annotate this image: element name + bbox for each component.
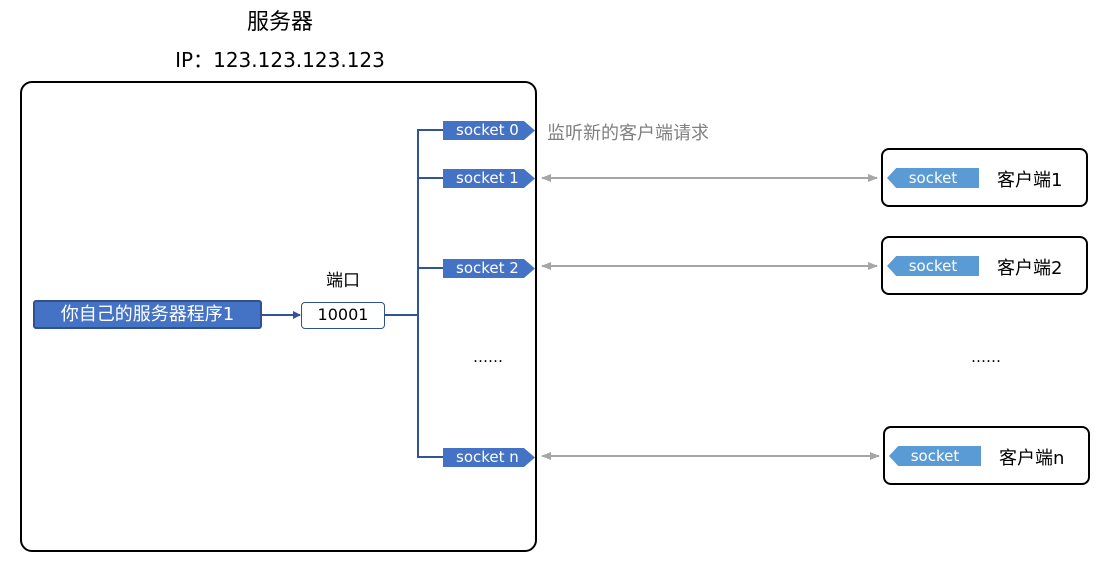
client-box-1: [881, 148, 1088, 207]
socket-tag-1: socket 1: [443, 169, 535, 188]
client-n-label: 客户端n: [999, 448, 1065, 469]
port-label: 端口: [326, 271, 360, 291]
server-program-box: 你自己的服务器程序1: [33, 300, 262, 329]
client-1-socket: socket: [887, 168, 979, 188]
client-n-socket: socket: [889, 446, 981, 466]
client-box-2: [881, 236, 1088, 295]
client-ellipsis: ……: [971, 348, 1001, 366]
socket-tag-0: socket 0: [443, 121, 535, 140]
server-ellipsis: ……: [473, 348, 503, 366]
port-box: 10001: [301, 302, 385, 329]
server-title: 服务器: [246, 10, 313, 35]
server-box: [20, 81, 537, 552]
socket-0-note: 监听新的客户端请求: [547, 123, 709, 144]
server-ip-label: IP：: [175, 48, 214, 72]
client-box-n: [883, 426, 1090, 485]
client-2-label: 客户端2: [997, 258, 1063, 279]
socket-tag-2: socket 2: [443, 259, 535, 278]
server-ip: IP：123.123.123.123: [0, 44, 560, 73]
socket-tag-n: socket n: [443, 448, 535, 467]
client-1-label: 客户端1: [997, 170, 1063, 191]
client-2-socket: socket: [887, 256, 979, 276]
server-ip-value: 123.123.123.123: [213, 48, 385, 72]
